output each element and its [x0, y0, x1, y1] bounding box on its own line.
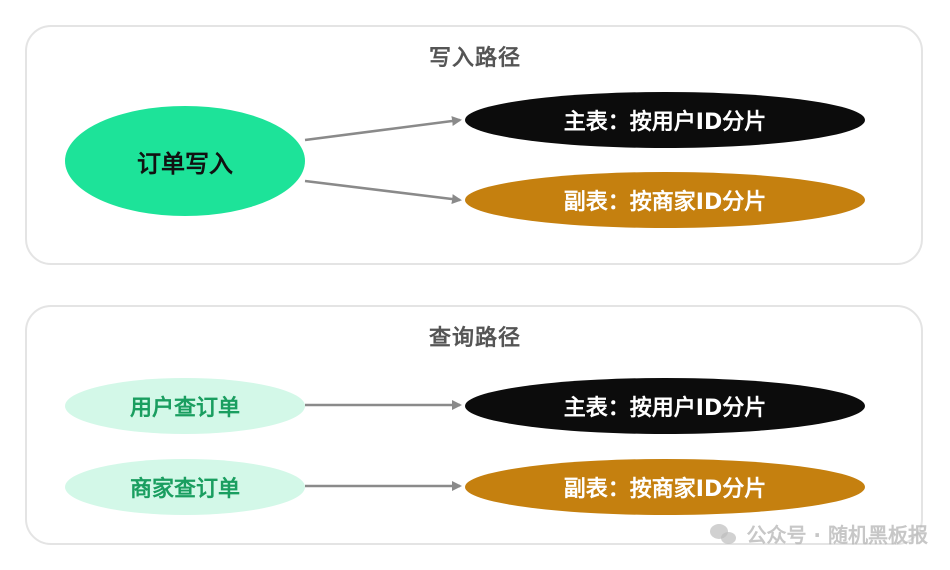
- order-write-node: 订单写入: [65, 106, 305, 216]
- merchant-query-node: 商家查订单: [65, 459, 305, 515]
- query-path-title: 查询路径: [428, 326, 521, 351]
- write-path-title: 写入路径: [428, 46, 521, 71]
- watermark: 公众号 · 随机黑板报: [710, 519, 928, 548]
- watermark-text: 公众号 · 随机黑板报: [746, 523, 928, 547]
- write-main-table-node: 主表：按用户ID分片: [465, 92, 865, 148]
- user-query-node: 用户查订单: [65, 378, 305, 434]
- query-sub-table-node: 副表：按商家ID分片: [465, 459, 865, 515]
- write-sub-table-node: 副表：按商家ID分片: [465, 172, 865, 228]
- wechat-icon: [710, 522, 738, 546]
- query-main-table-node: 主表：按用户ID分片: [465, 378, 865, 434]
